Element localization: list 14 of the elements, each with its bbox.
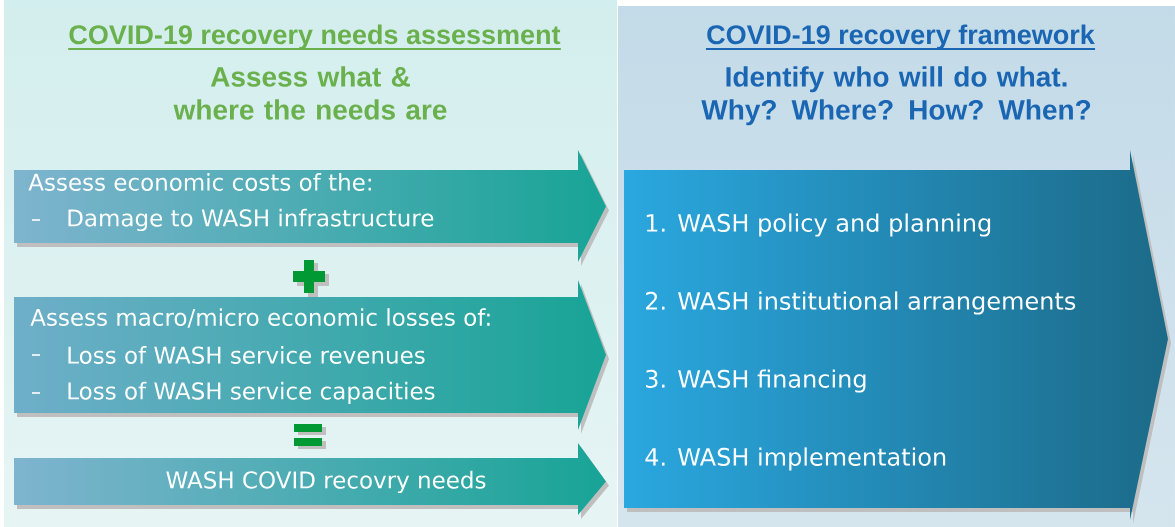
arrow-text: Assess macro/micro economic losses of: xyxy=(30,308,490,328)
panel-title: COVID-19 recovery needs assessment xyxy=(67,24,562,50)
panel-subtitle: Identify who will do what. Why? Where? How? When? xyxy=(701,66,1091,126)
arrow-text: 4. WASH implementation xyxy=(645,447,946,471)
arrow-text: Loss of WASH service revenues xyxy=(68,346,425,364)
arrow-text: 2. WASH institutional arrangements xyxy=(645,291,1076,315)
arrow-text: Damage to WASH infrastructure xyxy=(68,208,434,232)
panel-subtitle: Assess what & where the needs are xyxy=(173,66,447,120)
arrow-text: Assess economic costs of the: xyxy=(28,173,371,191)
arrow-text: 1. WASH policy and planning xyxy=(646,213,991,237)
arrow-text: WASH COVID recovry needs xyxy=(166,470,486,494)
arrow-text: Loss of WASH service capacities xyxy=(68,381,435,405)
panel-title: COVID-19 recovery framework xyxy=(704,24,1097,50)
arrow-text: 3. WASH financing xyxy=(646,369,866,393)
